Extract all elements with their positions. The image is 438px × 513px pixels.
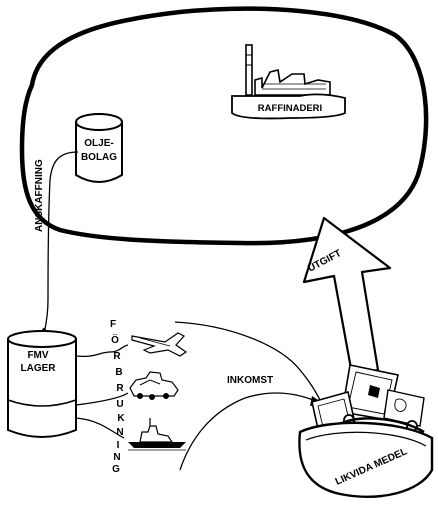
vehicle-icon <box>130 372 178 400</box>
consumption-letter-6: U <box>116 399 123 410</box>
consumption-letter-5: R <box>116 383 124 394</box>
consumption-letter-1: F <box>110 319 116 330</box>
expenditure-arrow <box>304 218 390 374</box>
consumption-letter-8: N <box>116 427 123 438</box>
refinery-label: RAFFINADERI <box>258 103 322 114</box>
consumption-letter-7: K <box>117 413 125 424</box>
oil-company-label-1: OLJE- <box>84 138 113 149</box>
ship-icon <box>128 418 186 450</box>
consumption-letter-11: G <box>112 464 120 475</box>
consumption-letter-9: I <box>117 440 120 451</box>
consumption-letter-3: R <box>113 351 121 362</box>
consumption-letter-2: Ö <box>111 333 119 346</box>
oil-company-label-2: BOLAG <box>81 152 117 163</box>
storage-label-1: FMV <box>27 350 48 361</box>
wallet-icon <box>299 365 432 497</box>
consumption-letter-10: N <box>113 452 120 463</box>
storage-label-2: LAGER <box>21 363 57 374</box>
income-line-bottom <box>180 393 318 470</box>
consumption-letter-4: B <box>115 367 122 378</box>
income-label: INKOMST <box>227 375 273 386</box>
income-line-top <box>175 322 320 400</box>
procurement-line <box>44 152 78 334</box>
procurement-label: ANSKAFFNING <box>34 159 45 232</box>
aircraft-icon <box>132 333 186 356</box>
storage-tank <box>8 331 76 437</box>
